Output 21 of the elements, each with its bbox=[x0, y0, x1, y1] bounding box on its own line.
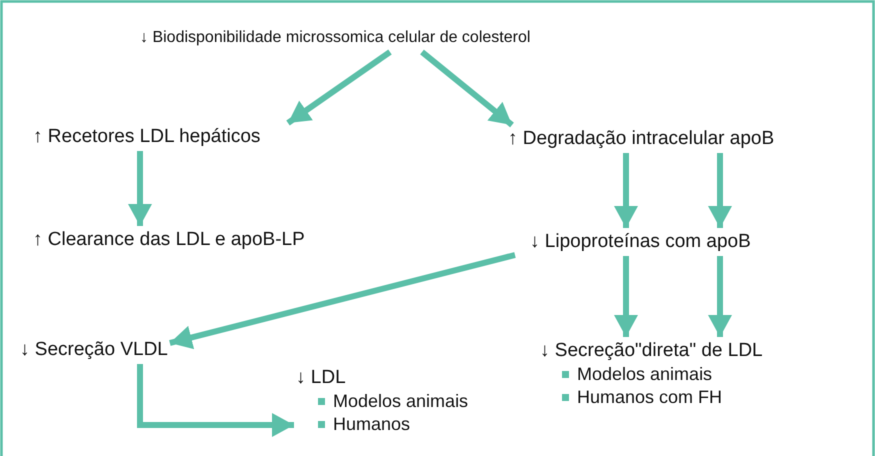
arrow bbox=[708, 256, 732, 337]
arrow bbox=[128, 151, 152, 226]
node-label: ↓ LDL bbox=[296, 366, 347, 390]
node-label: ↓ Biodisponibilidade microssomica celular de colesterol bbox=[140, 28, 530, 48]
arrow bbox=[169, 252, 516, 350]
arrow bbox=[708, 153, 732, 228]
node-label: ↑ Degradação intracelular apoB bbox=[508, 127, 774, 151]
arrow bbox=[614, 256, 638, 337]
node-label: ↑ Clearance das LDL e apoB-LP bbox=[33, 228, 305, 252]
bullet-item: Humanos com FH bbox=[577, 386, 722, 409]
node-label: ↓ Secreção VLDL bbox=[20, 338, 168, 362]
arrow bbox=[614, 153, 638, 228]
bullet-item: Humanos bbox=[333, 413, 410, 436]
bullet-item: Modelos animais bbox=[333, 390, 468, 413]
node-label: ↑ Recetores LDL hepáticos bbox=[33, 125, 260, 149]
node-label: ↓ Secreção"direta" de LDL bbox=[540, 339, 763, 363]
arrow bbox=[420, 50, 514, 128]
node-label: ↓ Lipoproteínas com apoB bbox=[530, 230, 751, 254]
arrow bbox=[286, 50, 392, 126]
bullet-item: Modelos animais bbox=[577, 363, 712, 386]
arrow bbox=[137, 364, 294, 437]
